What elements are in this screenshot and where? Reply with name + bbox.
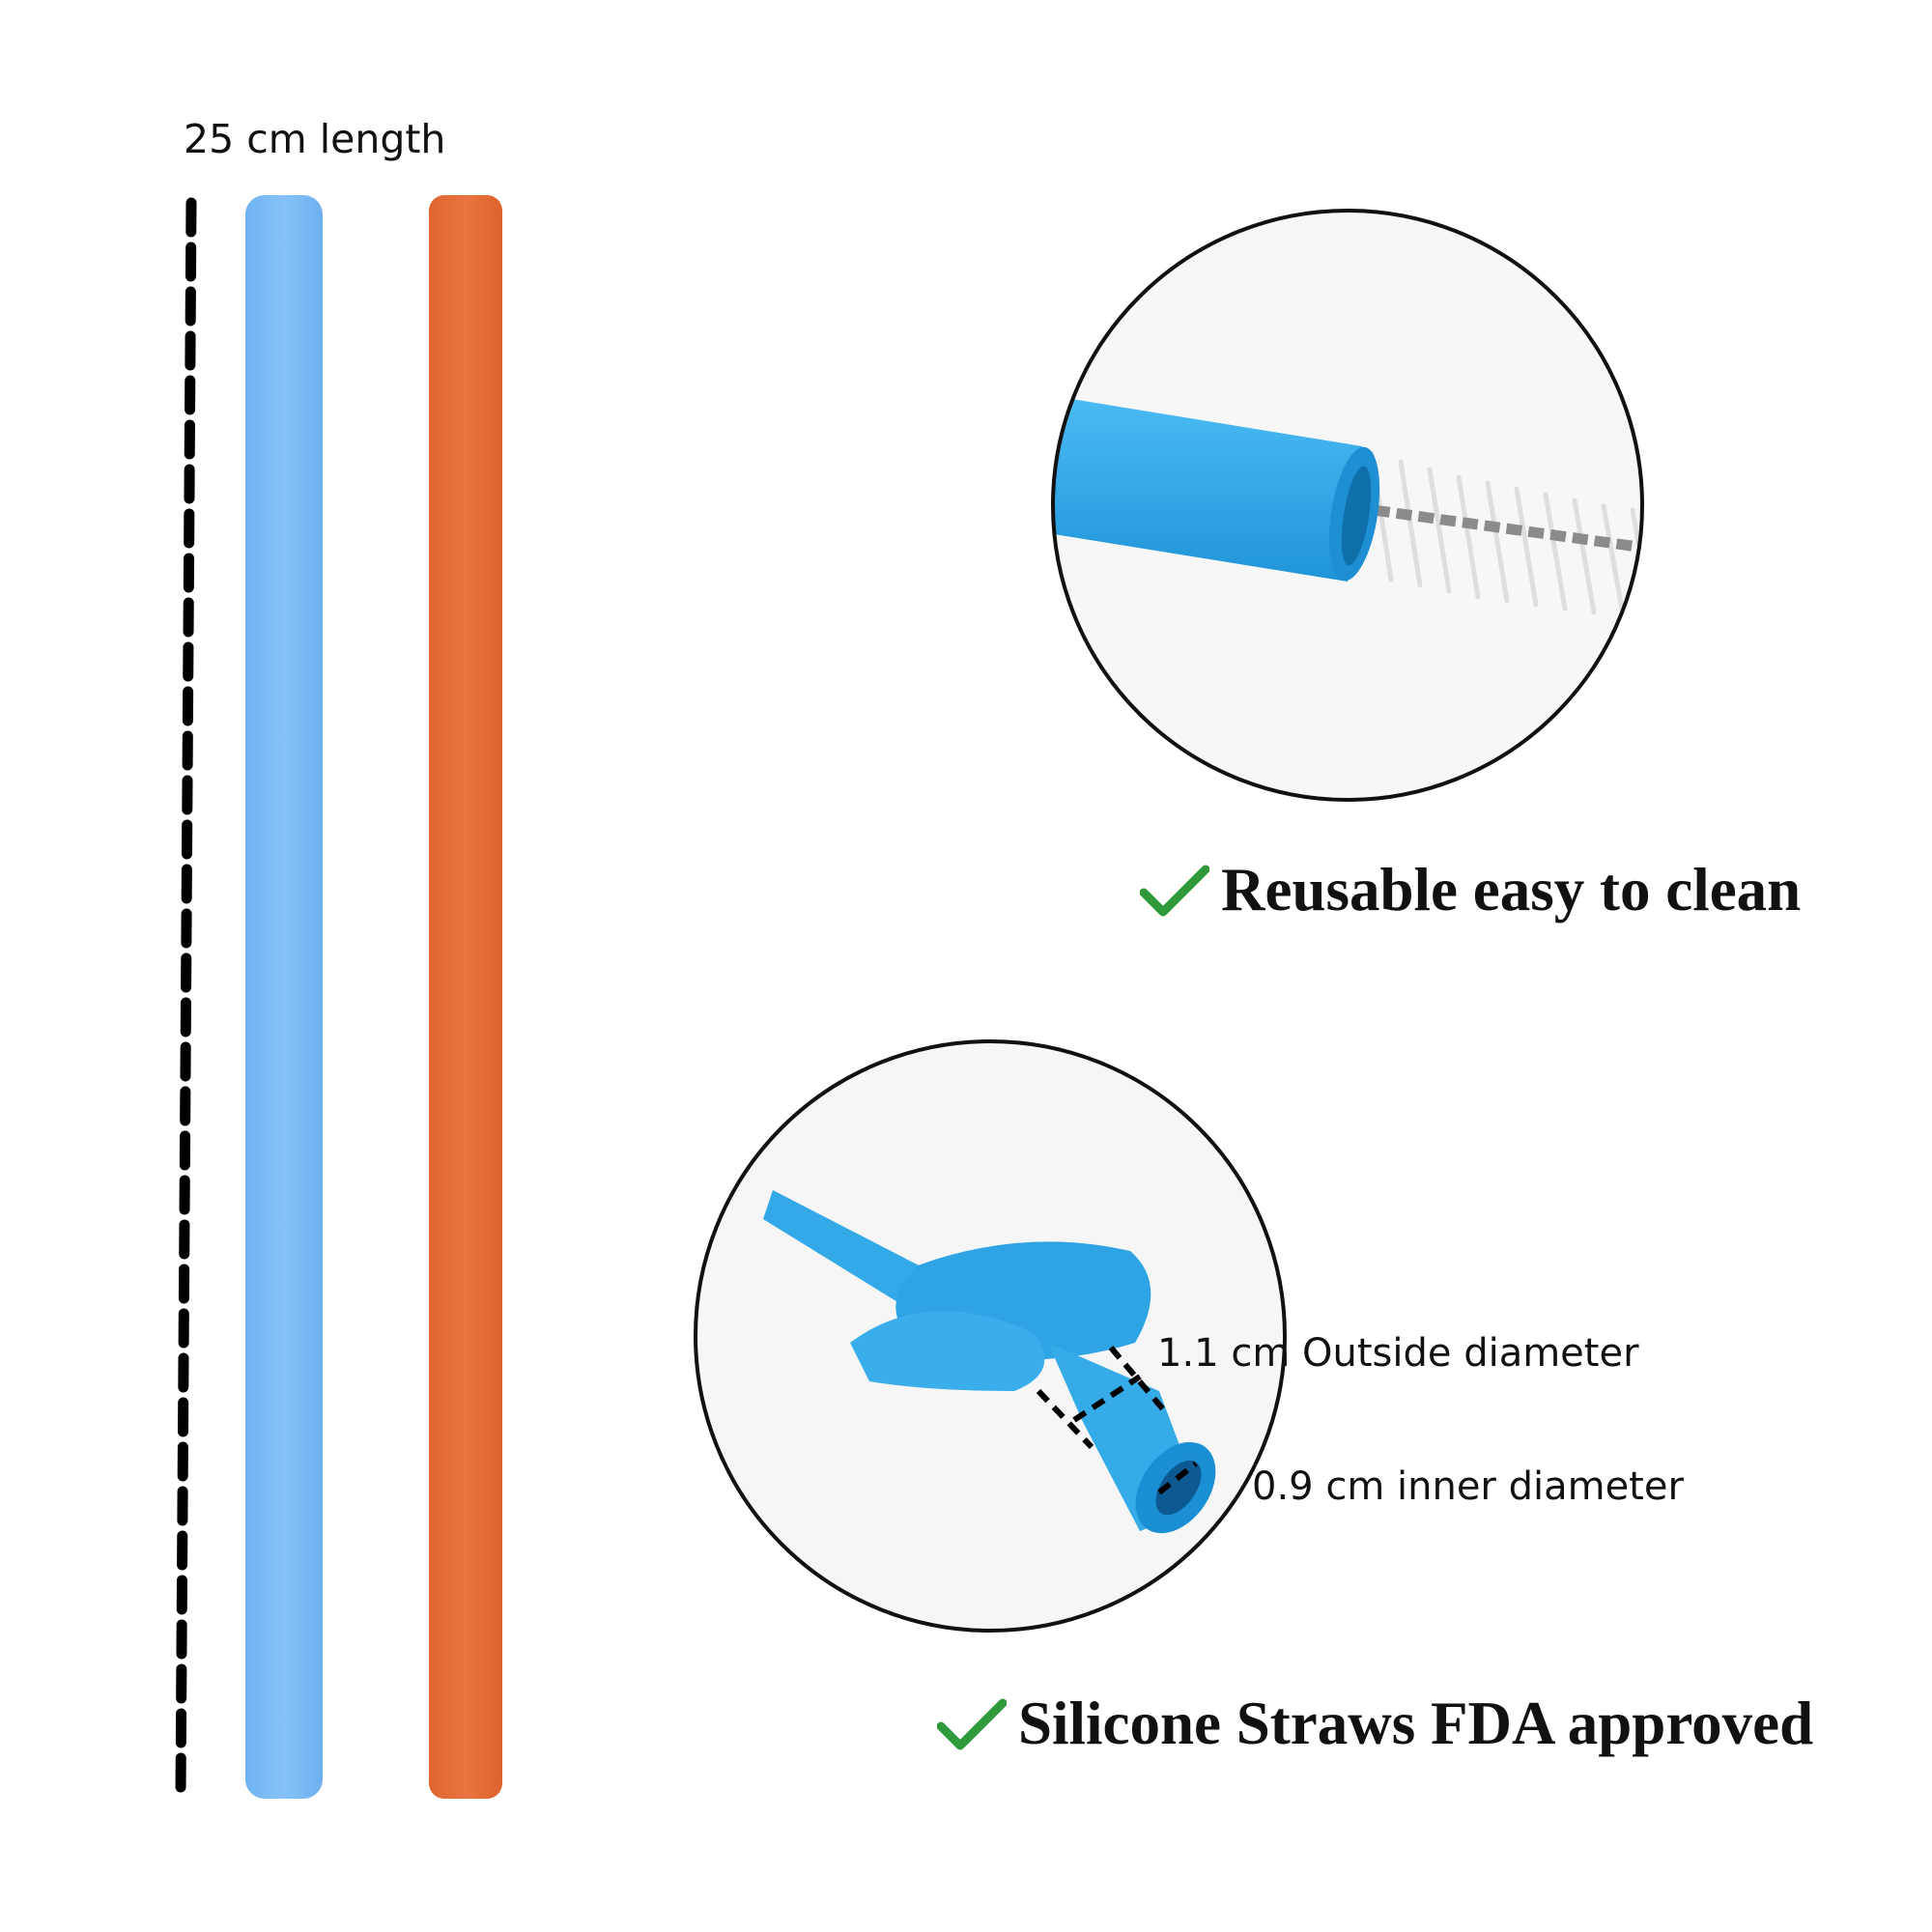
orange-straw — [429, 195, 502, 1799]
detail-circle-bottom — [694, 1039, 1287, 1633]
cleaning-brush-detail — [1051, 209, 1644, 802]
length-indicator — [175, 197, 197, 1801]
caption-fda: Silicone Straws FDA approved — [937, 1689, 1813, 1759]
check-icon — [937, 1698, 1007, 1749]
caption-reusable: Reusable easy to clean — [1140, 855, 1801, 925]
caption-reusable-text: Reusable easy to clean — [1221, 856, 1802, 923]
outside-diameter-label: 1.1 cm Outside diameter — [1157, 1331, 1639, 1376]
blue-straw — [245, 195, 323, 1799]
detail-circle-top — [1051, 209, 1644, 802]
knotted-straw-detail — [694, 1039, 1287, 1633]
caption-fda-text: Silicone Straws FDA approved — [1018, 1690, 1814, 1757]
check-icon — [1140, 865, 1209, 916]
inner-diameter-label: 0.9 cm inner diameter — [1252, 1464, 1684, 1509]
length-label: 25 cm length — [184, 116, 446, 162]
